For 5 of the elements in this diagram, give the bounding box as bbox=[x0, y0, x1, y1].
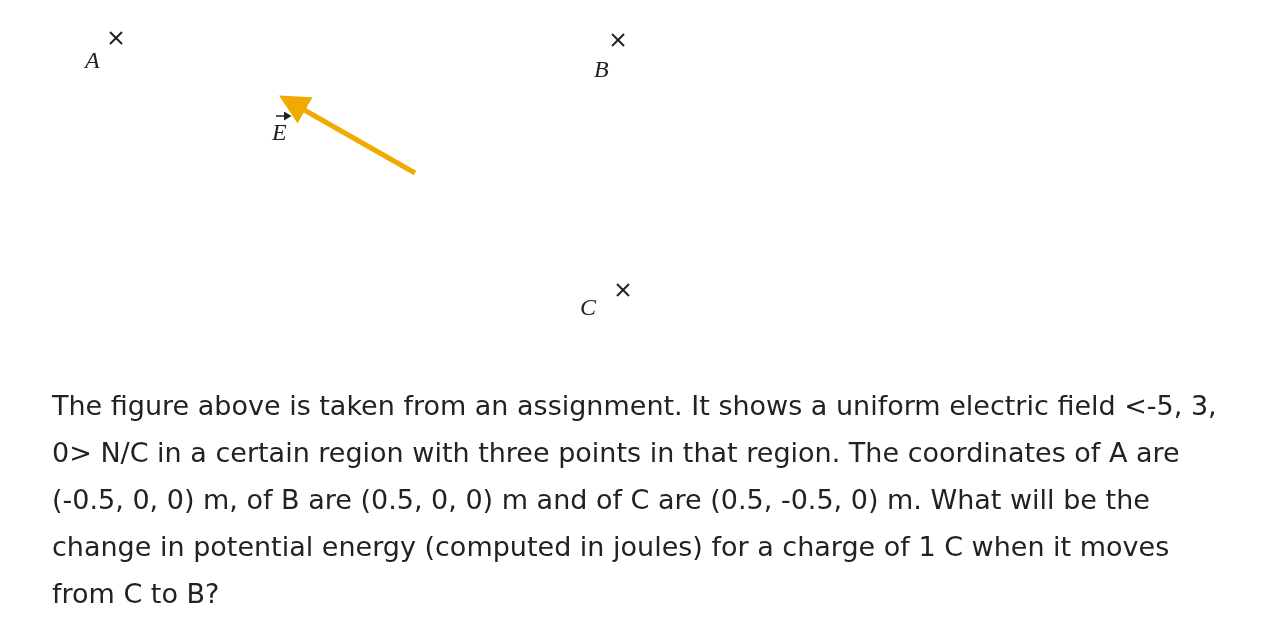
point-label: C bbox=[580, 295, 596, 319]
point-label: B bbox=[594, 57, 609, 81]
question-text: The figure above is taken from an assignment. It shows a uniform electric field <-5, 3, 0> N/C in a certain region with three points in that region. The coordinates of A are (-0.5, 0, 0) m, of B are (0.5, 0, 0) m and of C are (0.5, -0.5, 0) m. What will be the change in potential energy (computed in joules) for a charge of 1 C when it moves from C to B? bbox=[52, 389, 1218, 611]
point-label: A bbox=[85, 48, 100, 72]
field-symbol: E bbox=[272, 120, 287, 144]
